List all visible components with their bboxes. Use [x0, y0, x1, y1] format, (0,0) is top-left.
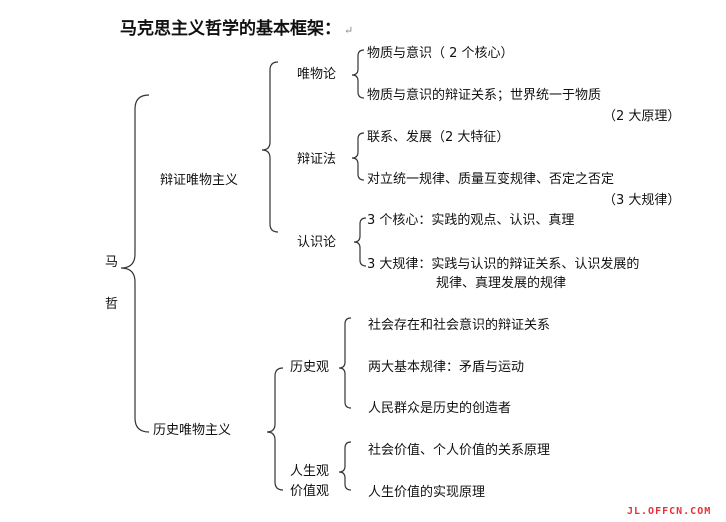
node-life-view: 人生观	[290, 464, 330, 479]
node-epistemology: 认识论	[297, 235, 337, 250]
leaf-note: （3 大规律）	[603, 193, 681, 208]
leaf: 3 大规律：实践与认识的辩证关系、认识发展的	[367, 257, 640, 272]
diagram-title: 马克思主义哲学的基本框架：↵	[120, 14, 353, 39]
return-mark: ↵	[344, 24, 354, 37]
leaf: 社会存在和社会意识的辩证关系	[368, 318, 551, 333]
leaf: 人民群众是历史的创造者	[368, 401, 512, 416]
leaf: 联系、发展（2 大特征）	[367, 130, 510, 145]
leaf: 3 个核心：实践的观点、认识、真理	[367, 213, 575, 228]
brace-history-view	[338, 317, 352, 409]
title-text: 马克思主义哲学的基本框架：	[120, 19, 341, 39]
leaf: 对立统一规律、质量互变规律、否定之否定	[367, 172, 615, 187]
brace-epistemology	[353, 217, 367, 267]
watermark: JL.OFFCN.COM	[627, 506, 712, 517]
node-historical-materialism: 历史唯物主义	[153, 423, 232, 438]
brace-dialectics	[351, 132, 365, 181]
leaf-note: （2 大原理）	[603, 109, 681, 124]
root-label-ma: 马	[105, 255, 119, 270]
brace-materialism	[351, 49, 365, 99]
leaf: 社会价值、个人价值的关系原理	[368, 443, 551, 458]
brace-dialectical	[261, 61, 279, 233]
node-history-view: 历史观	[290, 360, 330, 375]
brace-life-value	[338, 441, 352, 491]
brace-historical	[266, 367, 284, 491]
leaf: 物质与意识（ 2 个核心）	[367, 46, 514, 61]
root-label-zhe: 哲	[105, 297, 119, 312]
leaf-continuation: 规律、真理发展的规律	[436, 276, 567, 291]
node-value-view: 价值观	[290, 484, 330, 499]
brace-root	[120, 94, 150, 433]
node-dialectical-materialism: 辩证唯物主义	[160, 173, 239, 188]
leaf: 人生价值的实现原理	[368, 485, 486, 500]
node-materialism: 唯物论	[297, 67, 337, 82]
node-dialectics: 辩证法	[297, 152, 337, 167]
leaf: 物质与意识的辩证关系；世界统一于物质	[367, 88, 602, 103]
leaf: 两大基本规律：矛盾与运动	[368, 360, 525, 375]
